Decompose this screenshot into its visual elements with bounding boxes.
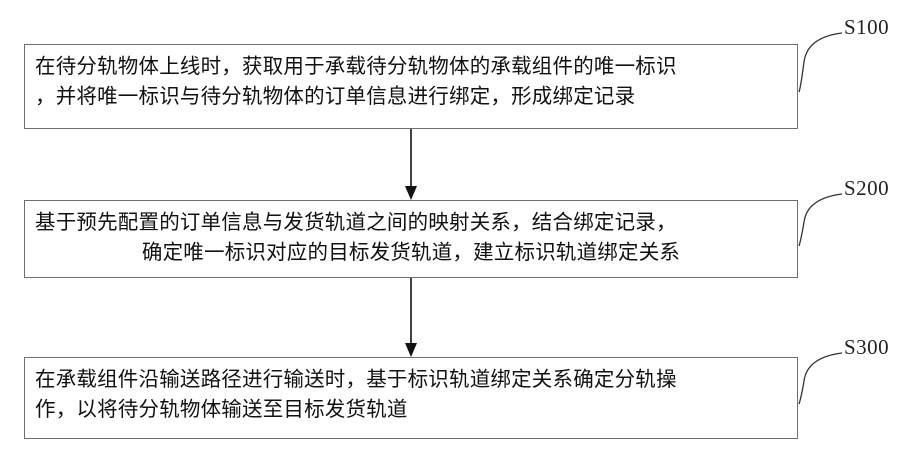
step-label-s300: S300: [844, 335, 889, 360]
step-s300-text-line-2: 作，以将待分轨物体输送至目标发货轨道: [35, 394, 787, 424]
step-box-s300: 在承载组件沿输送路径进行输送时，基于标识轨道绑定关系确定分轨操 作，以将待分轨物…: [24, 357, 798, 439]
step-label-s100: S100: [844, 15, 889, 40]
step-s200-text-line-2: 确定唯一标识对应的目标发货轨道，建立标识轨道绑定关系: [35, 237, 787, 267]
leader-curve-s200: [799, 194, 842, 246]
leader-curve-s100: [799, 33, 842, 92]
step-box-s100: 在待分轨物体上线时，获取用于承载待分轨物体的承载组件的唯一标识 ，并将唯一标识与…: [24, 44, 798, 129]
arrowhead-s200: [405, 186, 417, 200]
step-box-s200: 基于预先配置的订单信息与发货轨道之间的映射关系，结合绑定记录， 确定唯一标识对应…: [24, 200, 798, 278]
step-s100-text-line-2: ，并将唯一标识与待分轨物体的订单信息进行绑定，形成绑定记录: [35, 81, 787, 111]
leader-curve-s300: [799, 353, 842, 404]
step-s300-text-line-1: 在承载组件沿输送路径进行输送时，基于标识轨道绑定关系确定分轨操: [35, 364, 787, 394]
step-s200-text-line-1: 基于预先配置的订单信息与发货轨道之间的映射关系，结合绑定记录，: [35, 207, 787, 237]
step-s100-text-line-1: 在待分轨物体上线时，获取用于承载待分轨物体的承载组件的唯一标识: [35, 51, 787, 81]
arrowhead-s300: [405, 343, 417, 357]
step-label-s200: S200: [844, 176, 889, 201]
